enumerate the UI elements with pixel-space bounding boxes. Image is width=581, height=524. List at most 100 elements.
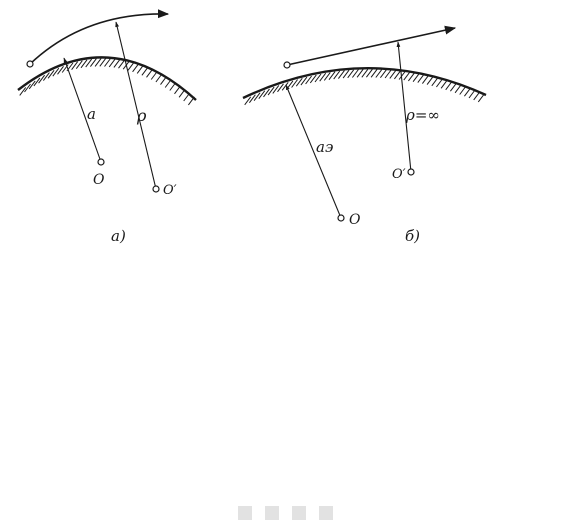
hatch-stroke bbox=[136, 65, 144, 74]
panel-b: aэ ρ=∞ O O′ б) bbox=[242, 25, 487, 245]
hatch-stroke bbox=[337, 70, 345, 79]
hatch-stroke bbox=[94, 58, 102, 67]
hatch-stroke bbox=[160, 76, 167, 85]
hatch-stroke bbox=[164, 79, 172, 88]
surface-hatching-a bbox=[19, 57, 195, 106]
hatch-stroke bbox=[244, 96, 252, 106]
hatch-stroke bbox=[19, 87, 27, 96]
hatch-stroke bbox=[351, 69, 359, 78]
hatch-stroke bbox=[277, 83, 284, 93]
surface-hatching-b bbox=[244, 68, 485, 106]
earth-surface-b bbox=[242, 67, 487, 100]
radius-line-rho bbox=[115, 21, 157, 190]
hatch-stroke bbox=[473, 91, 481, 101]
hatch-stroke bbox=[132, 63, 140, 73]
hatch-stroke bbox=[454, 84, 462, 94]
hatch-stroke bbox=[463, 87, 471, 97]
hatch-stroke bbox=[174, 85, 181, 95]
hatch-stroke bbox=[187, 96, 195, 106]
center-point-o-prime-a bbox=[152, 185, 160, 193]
hatch-stroke bbox=[146, 69, 153, 78]
hatch-stroke bbox=[449, 82, 457, 92]
earth-surface-a bbox=[17, 56, 197, 101]
hatch-stroke bbox=[375, 69, 383, 78]
hatch-stroke bbox=[127, 62, 135, 71]
hatch-stroke bbox=[328, 71, 336, 80]
label-radius-a: a bbox=[87, 105, 96, 123]
hatch-stroke bbox=[393, 70, 401, 80]
hatch-stroke bbox=[333, 70, 341, 80]
hatch-stroke bbox=[342, 69, 350, 79]
hatch-stroke bbox=[319, 72, 327, 82]
hatch-stroke bbox=[361, 69, 369, 78]
hatch-stroke bbox=[57, 66, 64, 75]
ray-start-point-a bbox=[26, 60, 34, 68]
hatch-stroke bbox=[169, 82, 177, 91]
hatch-stroke bbox=[38, 74, 45, 84]
hatch-stroke bbox=[459, 86, 467, 95]
center-point-o-a bbox=[97, 158, 105, 166]
hatch-stroke bbox=[365, 68, 373, 78]
center-point-o-prime-b bbox=[407, 168, 415, 176]
label-center-o-prime-a: O′ bbox=[163, 183, 177, 198]
hatch-stroke bbox=[356, 69, 364, 78]
hatch-stroke bbox=[309, 74, 317, 84]
hatch-stroke bbox=[108, 58, 116, 68]
hatch-stroke bbox=[407, 72, 415, 82]
hatch-stroke bbox=[24, 83, 31, 93]
hatch-stroke bbox=[52, 67, 60, 77]
hatch-stroke bbox=[248, 94, 256, 103]
hatch-stroke bbox=[155, 73, 163, 83]
hatch-stroke bbox=[47, 70, 55, 79]
caption-b: б) bbox=[405, 227, 420, 245]
hatch-stroke bbox=[426, 76, 434, 85]
label-radius-rho: ρ bbox=[136, 106, 147, 125]
hatch-stroke bbox=[445, 81, 453, 91]
hatch-stroke bbox=[300, 76, 308, 86]
hatch-stroke bbox=[118, 59, 125, 69]
panel-a: a ρ O O′ a) bbox=[17, 9, 197, 245]
hatch-stroke bbox=[80, 59, 88, 69]
hatch-stroke bbox=[468, 89, 476, 99]
ray-path-b bbox=[286, 25, 457, 66]
hatch-stroke bbox=[99, 57, 107, 67]
label-rho-infinity: ρ=∞ bbox=[405, 106, 440, 124]
radius-line-ae bbox=[285, 84, 342, 219]
hatch-stroke bbox=[75, 60, 83, 69]
label-center-o-prime-b: O′ bbox=[392, 167, 406, 182]
hatch-stroke bbox=[28, 80, 36, 90]
hatch-stroke bbox=[323, 72, 331, 81]
hatch-stroke bbox=[314, 73, 322, 83]
radius-line-a bbox=[63, 57, 102, 163]
hatch-stroke bbox=[263, 88, 270, 98]
hatch-stroke bbox=[403, 71, 411, 81]
hatch-stroke bbox=[43, 72, 50, 81]
label-center-o-a: O bbox=[93, 172, 105, 188]
hatch-stroke bbox=[440, 80, 448, 89]
hatch-stroke bbox=[150, 71, 158, 80]
hatch-stroke bbox=[71, 61, 78, 70]
hatch-stroke bbox=[435, 78, 443, 88]
hatch-stroke bbox=[267, 86, 275, 96]
hatch-stroke bbox=[421, 75, 429, 84]
hatch-stroke bbox=[141, 67, 149, 76]
hatch-stroke bbox=[295, 77, 303, 87]
hatch-stroke bbox=[104, 58, 111, 67]
hatch-stroke bbox=[258, 90, 266, 99]
hatch-stroke bbox=[253, 92, 261, 101]
hatch-stroke bbox=[90, 58, 97, 67]
hatch-stroke bbox=[272, 85, 280, 94]
ray-path-a bbox=[29, 9, 170, 65]
hatch-stroke bbox=[379, 69, 387, 78]
center-point-o-b bbox=[337, 214, 345, 222]
hatch-stroke bbox=[347, 69, 355, 79]
hatch-stroke bbox=[291, 79, 299, 88]
hatch-stroke bbox=[431, 77, 439, 87]
hatch-stroke bbox=[305, 75, 313, 85]
hatch-stroke bbox=[85, 58, 93, 68]
hatch-stroke bbox=[477, 93, 485, 103]
hatch-stroke bbox=[113, 59, 121, 68]
ray-start-point-b bbox=[283, 61, 291, 69]
hatch-stroke bbox=[384, 69, 392, 79]
